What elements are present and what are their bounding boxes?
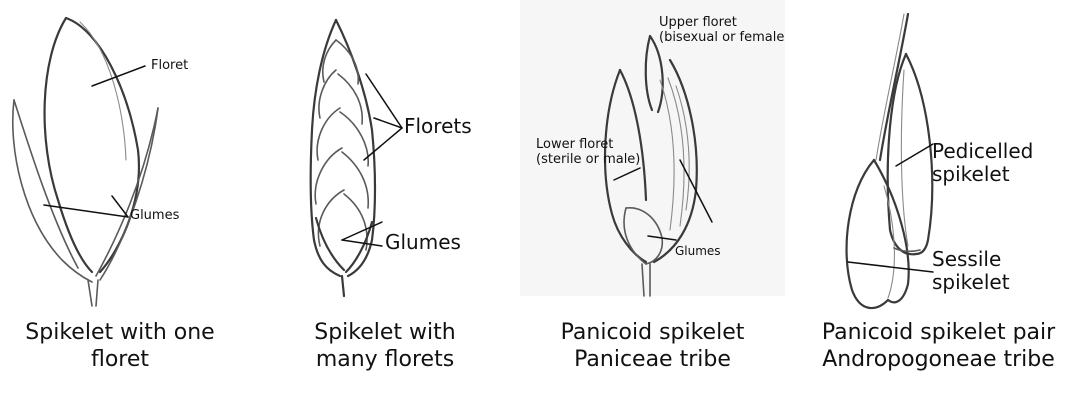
- pedicelled-spikelet-label: Pedicelled spikelet: [932, 140, 1033, 186]
- panel-spikelet-one-floret: Floret Glumes Spikelet with one floret: [0, 0, 240, 411]
- panel-spikelet-many-florets: Florets Glumes Spikelet with many floret…: [270, 0, 500, 411]
- caption-line-1: Spikelet with one: [0, 320, 240, 347]
- spikelet-one-floret-drawing: [0, 0, 240, 320]
- lower-floret-line-1: Lower floret: [536, 138, 640, 153]
- pedicelled-spikelet-line-1: Pedicelled: [932, 140, 1033, 163]
- caption-line-2: Andropogoneae tribe: [800, 347, 1077, 374]
- caption-spikelet-many-florets: Spikelet with many florets: [270, 320, 500, 374]
- pedicelled-spikelet-line-2: spikelet: [932, 163, 1033, 186]
- caption-spikelet-one-floret: Spikelet with one floret: [0, 320, 240, 374]
- caption-panicoid-spikelet: Panicoid spikelet Paniceae tribe: [520, 320, 785, 374]
- florets-label: Florets: [404, 115, 472, 138]
- sessile-spikelet-label: Sessile spikelet: [932, 248, 1010, 294]
- caption-line-1: Panicoid spikelet pair: [800, 320, 1077, 347]
- sessile-spikelet-line-1: Sessile: [932, 248, 1010, 271]
- lower-floret-label: Lower floret (sterile or male): [536, 138, 640, 168]
- caption-line-1: Panicoid spikelet: [520, 320, 785, 347]
- glumes-label: Glumes: [385, 231, 461, 254]
- caption-line-2: floret: [0, 347, 240, 374]
- caption-line-2: Paniceae tribe: [520, 347, 785, 374]
- panel-panicoid-spikelet-pair: Pedicelled spikelet Sessile spikelet Pan…: [800, 0, 1077, 411]
- upper-floret-line-2: (bisexual or female): [659, 31, 785, 46]
- glumes-label: Glumes: [130, 209, 179, 224]
- caption-panicoid-spikelet-pair: Panicoid spikelet pair Andropogoneae tri…: [800, 320, 1077, 374]
- spikelet-many-florets-drawing: [270, 0, 500, 320]
- lower-floret-line-2: (sterile or male): [536, 153, 640, 168]
- sessile-spikelet-line-2: spikelet: [932, 271, 1010, 294]
- glumes-label: Glumes: [675, 245, 721, 259]
- caption-line-1: Spikelet with: [270, 320, 500, 347]
- upper-floret-label: Upper floret (bisexual or female): [659, 16, 785, 46]
- panel-panicoid-spikelet: Upper floret (bisexual or female) Lower …: [520, 0, 785, 411]
- caption-line-2: many florets: [270, 347, 500, 374]
- upper-floret-line-1: Upper floret: [659, 16, 785, 31]
- floret-label: Floret: [151, 59, 188, 74]
